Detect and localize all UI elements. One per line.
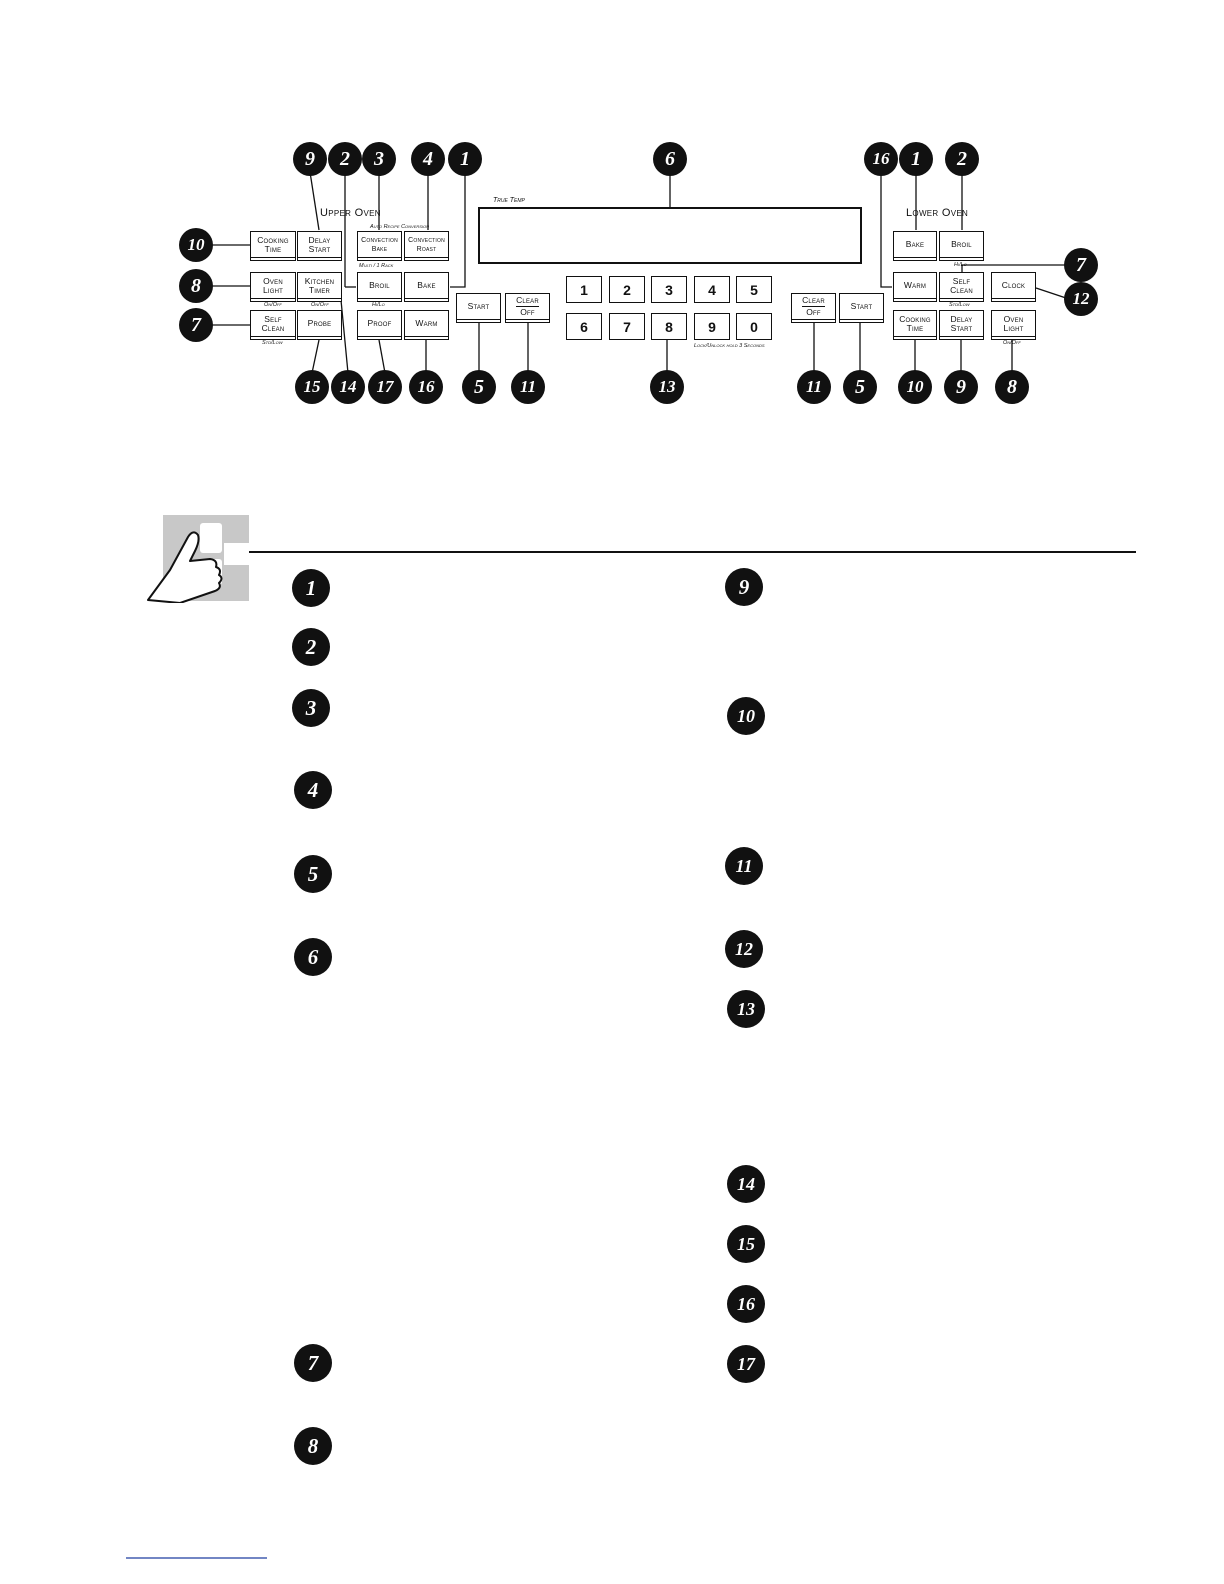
callout-bottom: 14 [331,370,365,404]
oven-light-onoff-sublabel: On/Off [264,302,282,308]
upper-broil-button[interactable]: Broil [357,272,402,299]
lower-self-clean-stdlow-sublabel: Std/Low [949,302,970,308]
lower-oven-title: Lower Oven [906,207,969,219]
upper-bake-button[interactable]: Bake [404,272,449,299]
temperature-display [478,207,862,264]
callout-top: 9 [293,142,327,176]
multi-rack-sublabel: Multi / 1 Rack [359,263,394,269]
probe-button[interactable]: Probe [297,310,342,337]
upper-start-button[interactable]: Start [456,293,501,320]
callout-top: 1 [899,142,933,176]
callout-bottom: 16 [409,370,443,404]
keypad-key-5[interactable]: 5 [736,276,772,303]
legend-marker: 8 [294,1427,332,1465]
lower-broil-hilo-sublabel: Hi/Lo [954,262,967,268]
broil-hilo-sublabel: Hi/Lo [372,302,385,308]
callout-right: 12 [1064,282,1098,316]
callout-top: 16 [864,142,898,176]
callout-bottom: 11 [511,370,545,404]
legend-marker: 17 [727,1345,765,1383]
callout-bottom: 5 [843,370,877,404]
callout-bottom: 8 [995,370,1029,404]
keypad-key-2[interactable]: 2 [609,276,645,303]
keypad-key-0[interactable]: 0 [736,313,772,340]
callout-bottom: 15 [295,370,329,404]
lock-unlock-sublabel: Lock/Unlock hold 3 Seconds [694,343,765,349]
keypad-key-9[interactable]: 9 [694,313,730,340]
callout-left: 10 [179,228,213,262]
legend-marker: 1 [292,569,330,607]
legend-marker: 3 [292,689,330,727]
pointing-hand-icon [140,515,250,604]
legend-marker: 7 [294,1344,332,1382]
callout-top: 3 [362,142,396,176]
keypad-key-8[interactable]: 8 [651,313,687,340]
proof-button[interactable]: Proof [357,310,402,337]
callout-top: 4 [411,142,445,176]
display-label: True Temp [493,197,525,204]
lower-broil-button[interactable]: Broil [939,231,984,258]
upper-oven-title: Upper Oven [320,207,381,219]
lower-warm-button[interactable]: Warm [893,272,937,299]
callout-top: 2 [945,142,979,176]
callout-left: 8 [179,269,213,303]
callout-bottom: 11 [797,370,831,404]
legend-marker: 15 [727,1225,765,1263]
callout-bottom: 9 [944,370,978,404]
kitchen-timer-onoff-sublabel: On/Off [311,302,329,308]
keypad-key-1[interactable]: 1 [566,276,602,303]
callout-top: 2 [328,142,362,176]
callout-top: 1 [448,142,482,176]
legend-marker: 6 [294,938,332,976]
callout-bottom: 13 [650,370,684,404]
legend-marker: 11 [725,847,763,885]
upper-warm-button[interactable]: Warm [404,310,449,337]
callout-left: 7 [179,308,213,342]
keypad-key-4[interactable]: 4 [694,276,730,303]
callout-bottom: 17 [368,370,402,404]
keypad-key-6[interactable]: 6 [566,313,602,340]
legend-marker: 14 [727,1165,765,1203]
legend-marker: 16 [727,1285,765,1323]
legend-marker: 13 [727,990,765,1028]
keypad-key-3[interactable]: 3 [651,276,687,303]
legend-marker: 4 [294,771,332,809]
lower-bake-button[interactable]: Bake [893,231,937,258]
legend-marker: 10 [727,697,765,735]
auto-recipe-sublabel: Auto Recipe Conversion [370,224,430,230]
callout-bottom: 10 [898,370,932,404]
legend-marker: 12 [725,930,763,968]
callout-bottom: 5 [462,370,496,404]
lower-start-button[interactable]: Start [839,293,884,320]
legend-marker: 5 [294,855,332,893]
keypad-key-7[interactable]: 7 [609,313,645,340]
callout-right: 7 [1064,248,1098,282]
self-clean-stdlow-sublabel: Std/Low [262,340,283,346]
lower-oven-light-onoff-sublabel: On/Off [1003,340,1021,346]
clock-button[interactable]: Clock [991,272,1036,299]
callout-top: 6 [653,142,687,176]
legend-marker: 2 [292,628,330,666]
legend-marker: 9 [725,568,763,606]
